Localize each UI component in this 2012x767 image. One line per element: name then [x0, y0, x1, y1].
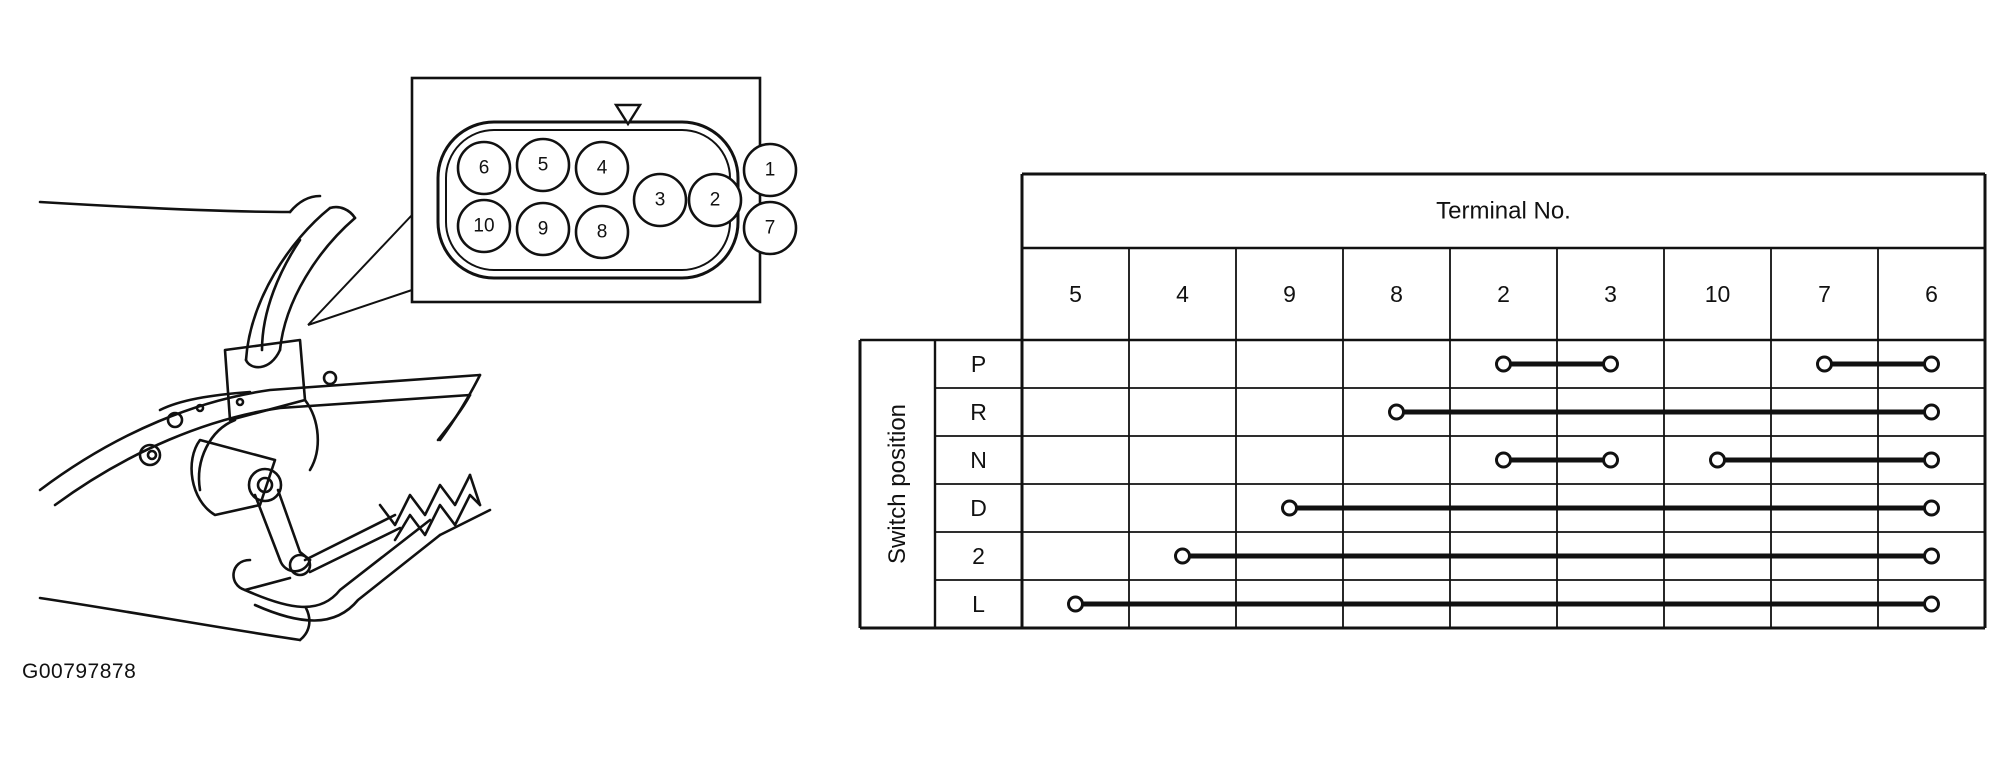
continuity-node: [1067, 595, 1084, 613]
continuity-node: [1174, 547, 1191, 565]
continuity-node: [1602, 451, 1619, 469]
terminal-number: 6: [1925, 281, 1938, 307]
terminal-number: 4: [1176, 281, 1189, 307]
terminal-number: 10: [1705, 281, 1731, 307]
switch-position: D: [970, 495, 987, 521]
connector-pin-7: [742, 200, 798, 256]
terminal-number: 3: [1604, 281, 1617, 307]
terminal-number: 2: [1497, 281, 1510, 307]
pin-label: 4: [597, 158, 608, 179]
continuity-node: [1923, 355, 1940, 373]
connector-inset: 6 5 4 10 9 8 3 2 1 7: [410, 76, 798, 304]
continuity-node: [1923, 499, 1940, 517]
pin-label: 7: [765, 218, 776, 239]
connector-pin-6: [456, 140, 512, 196]
connector-pin-5: [515, 137, 571, 193]
terminal-number: 5: [1069, 281, 1082, 307]
pin-orientation-mark: [613, 103, 643, 127]
connector-pin-4: [574, 140, 630, 196]
connector-pin-1: [742, 142, 798, 198]
pin-label: 3: [655, 190, 666, 211]
terminal-number: 9: [1283, 281, 1296, 307]
pin-label: 10: [473, 216, 494, 237]
switch-position-label: Switch position: [884, 404, 911, 564]
callout-lines: [307, 214, 413, 326]
pin-label: 2: [710, 190, 721, 211]
pin-label: 8: [597, 222, 608, 243]
switch-position: 2: [972, 543, 985, 569]
terminal-number: 7: [1818, 281, 1831, 307]
connector-pin-10: [456, 198, 512, 254]
continuity-node: [1923, 595, 1940, 613]
connector-pin-8: [574, 204, 630, 260]
connector-pin-2: [687, 172, 743, 228]
switch-illustration: [38, 194, 492, 642]
pin-label: 6: [479, 158, 490, 179]
pin-label: 1: [765, 160, 776, 181]
pin-label: 5: [538, 155, 549, 176]
pin-label: 9: [538, 219, 549, 240]
switch-position: L: [972, 591, 985, 617]
continuity-node: [1495, 451, 1512, 469]
continuity-node: [1388, 403, 1405, 421]
continuity-node: [1495, 355, 1512, 373]
switch-position: P: [971, 351, 986, 377]
continuity-node: [1923, 547, 1940, 565]
continuity-node: [1709, 451, 1726, 469]
terminal-header: Terminal No.: [1436, 198, 1571, 225]
terminal-number: 8: [1390, 281, 1403, 307]
connector-pin-9: [515, 201, 571, 257]
continuity-node: [1923, 451, 1940, 469]
continuity-node: [1281, 499, 1298, 517]
continuity-node: [1816, 355, 1833, 373]
connector-pin-3: [632, 172, 688, 228]
switch-position: N: [970, 447, 987, 473]
continuity-node: [1602, 355, 1619, 373]
continuity-node: [1923, 403, 1940, 421]
switch-position: R: [970, 399, 987, 425]
figure-id: G00797878: [22, 660, 137, 683]
